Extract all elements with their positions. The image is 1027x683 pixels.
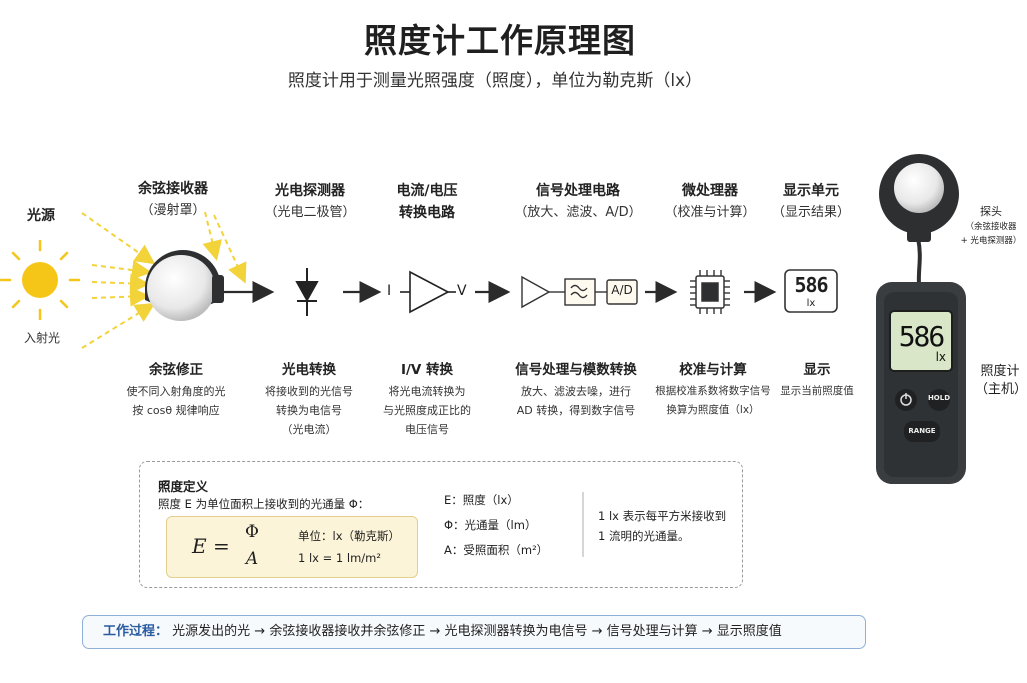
stage-title: 微处理器 [682,183,738,199]
lux-meter-device [876,154,966,484]
unit-equation: 1 lx = 1 lm/m² [298,551,381,565]
sun-icon [0,239,81,321]
formula-denominator: A [245,549,259,569]
stage-cosine-receiver: 余弦接收器 （漫射罩） [121,178,225,222]
desc-title: 信号处理与模数转换 [515,362,637,378]
desc-line: 按 cosθ 规律响应 [132,404,220,417]
process-text: 光源发出的光 → 余弦接收器接收并余弦修正 → 光电探测器转换为电信号 → 信号… [172,624,782,639]
lux-note-line1: 1 lx 表示每平方米接收到 [598,509,727,523]
stage-title: 信号处理电路 [536,183,620,199]
cpu-chip-icon [690,270,730,314]
hold-button[interactable]: HOLD [927,394,951,402]
unit-line: 单位：lx（勒克斯） [298,529,400,543]
incident-light-label: 入射光 [23,331,60,345]
desc-title: 显示 [803,362,831,378]
photodiode-icon [295,268,319,316]
stage-photodetector: 光电探测器 （光电二极管） [255,180,365,224]
desc-line: （光电流） [281,423,337,436]
desc-line: 放大、滤波去噪，进行 [521,385,631,398]
iv-input-label: I [387,283,392,299]
device-lcd-unit: lx [935,350,946,364]
formula-lhs: E = [192,534,230,558]
desc-line: 将光电流转换为 [388,385,466,398]
mini-display-reading: 586 [794,273,828,297]
ad-label: A/D [611,283,633,297]
stage-title-line2: 转换电路 [399,205,455,221]
desc-line: 换算为照度值（lx） [666,404,760,416]
mini-display-unit: lx [806,298,816,309]
power-button[interactable] [895,392,917,414]
probe-label: 探头 [980,205,1002,218]
cosine-receiver-icon [145,250,224,321]
desc-title: 余弦修正 [149,362,203,378]
desc-title: 光电转换 [282,362,336,378]
stage-title: 显示单元 [783,183,839,199]
desc-line: AD 转换，得到数字信号 [516,404,636,417]
desc-signal: 信号处理与模数转换 放大、滤波去噪，进行 AD 转换，得到数字信号 [498,358,654,420]
stage-subtitle: （放大、滤波、A/D） [514,205,642,220]
stage-title: 光电探测器 [275,183,345,199]
page-title: 照度计工作原理图 [364,21,636,60]
desc-line: 使不同入射角度的光 [126,385,226,398]
light-rays [81,211,247,349]
desc-iv: I/V 转换 将光电流转换为 与光照度成正比的 电压信号 [368,358,486,439]
lux-note-line2: 1 流明的光通量。 [598,529,690,543]
formula-box [166,516,418,578]
formula-numerator: Φ [245,522,259,542]
meter-body-sub: （主机） [975,382,1027,397]
stage-microprocessor: 微处理器 （校准与计算） [660,180,760,224]
definition-title: 照度定义 [158,479,209,494]
probe-sub-2: + 光电探测器） [960,236,1022,246]
stage-title: 电流/电压 [396,183,458,199]
definition-panel [139,461,743,588]
desc-title: 校准与计算 [679,362,747,378]
range-button[interactable]: RANGE [908,427,936,435]
desc-photodetector: 光电转换 将接收到的光信号 转换为电信号 （光电流） [247,358,371,439]
device-lcd-reading: 586 [898,320,946,353]
iv-output-label: V [457,283,467,299]
stage-title: 余弦接收器 [138,181,208,197]
desc-line: 显示当前照度值 [780,385,854,397]
desc-cosine: 余弦修正 使不同入射角度的光 按 cosθ 规律响应 [106,358,246,420]
desc-microprocessor: 校准与计算 根据校准系数将数字信号 换算为照度值（lx） [648,358,778,420]
var-phi: Φ：光通量（lm） [444,518,537,532]
stage-subtitle: （光电二极管） [264,205,356,220]
light-source-label: 光源 [27,208,55,224]
desc-line: 电压信号 [405,423,449,436]
meter-body-label: 照度计 [980,364,1020,379]
desc-line: 将接收到的光信号 [265,385,353,398]
mini-display-icon [784,269,838,313]
desc-line: 根据校准系数将数字信号 [655,385,771,397]
amplifier-icon [400,270,456,314]
page-subtitle: 照度计用于测量光照强度（照度），单位为勒克斯（lx） [287,71,703,91]
stage-signal-processing: 信号处理电路 （放大、滤波、A/D） [508,180,648,224]
signal-chain-icon [521,275,638,309]
process-summary: 工作过程： 光源发出的光 → 余弦接收器接收并余弦修正 → 光电探测器转换为电信… [82,615,866,649]
var-a: A：受照面积（m²） [444,543,549,557]
desc-line: 转换为电信号 [276,404,342,417]
probe-sub-1: （余弦接收器 [965,222,1017,232]
desc-title: I/V 转换 [400,362,454,378]
desc-line: 与光照度成正比的 [383,404,471,417]
stage-iv-converter: 电流/电压 转换电路 [375,180,479,224]
var-e: E：照度（lx） [444,493,519,507]
definition-text: 照度 E 为单位面积上接收到的光通量 Φ： [158,497,370,511]
stage-display: 显示单元 （显示结果） [765,180,857,224]
process-label: 工作过程： [103,624,169,639]
desc-display: 显示 显示当前照度值 [774,358,860,401]
stage-subtitle: （显示结果） [771,205,850,220]
stage-subtitle: （漫射罩） [140,203,206,218]
stage-subtitle: （校准与计算） [664,205,756,220]
